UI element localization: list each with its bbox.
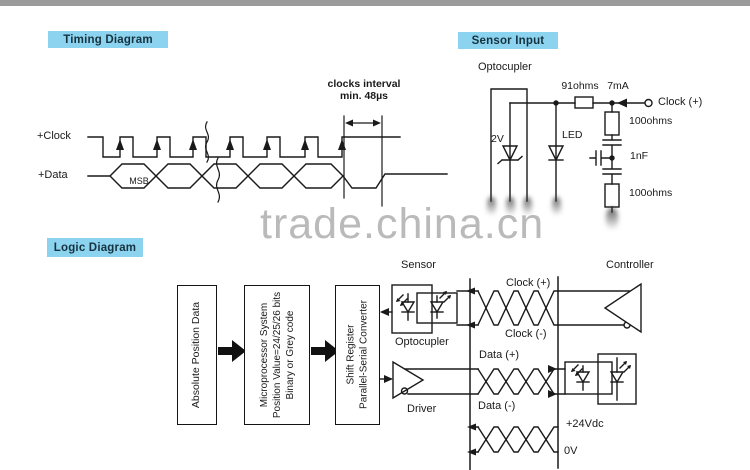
clock-plus-line-label: Clock (+): [506, 277, 551, 289]
sensor-driver-symbol: [392, 360, 425, 400]
resistor-100ohms-upper-label: 100ohms: [629, 115, 673, 127]
data-minus-line-label: Data (-): [478, 400, 516, 412]
data-pair-wiring: [404, 365, 566, 398]
wire-fade: [506, 197, 515, 216]
msb-label: MSB: [129, 176, 149, 186]
break-marks: [204, 121, 221, 203]
wire-fade: [552, 197, 561, 216]
driver-label: Driver: [407, 403, 437, 415]
clock-plus-terminal-label: Clock (+): [658, 96, 703, 108]
resistor-100ohms-upper: [604, 111, 620, 136]
resistor-100ohms-lower-label: 100ohms: [629, 187, 673, 199]
microprocessor-system-text: Microprocessor System Position Value=24/…: [258, 291, 296, 419]
timing-diagram-badge: Timing Diagram: [48, 31, 168, 48]
logic-optocoupler-label: Optocupler: [395, 336, 449, 348]
controller-driver-symbol: [603, 282, 642, 334]
capacitor-1nf: [589, 150, 611, 166]
clocks-interval-note-line2: min. 48µs: [339, 90, 389, 102]
clock-signal-label: +Clock: [37, 130, 71, 142]
logic-diagram-badge: Logic Diagram: [47, 238, 143, 257]
resistor-91ohms-label: 91ohms: [561, 80, 599, 92]
optocoupler-label: Optocupler: [478, 61, 532, 73]
interval-measure: [343, 115, 383, 207]
clock-minus-line-label: Clock (-): [505, 328, 547, 340]
wire-fade: [487, 197, 496, 216]
shift-register-box: [335, 285, 380, 425]
current-direction-arrow: [617, 98, 627, 108]
microprocessor-system-box: [244, 285, 310, 425]
zener-voltage-label: 2V: [491, 133, 504, 145]
block-flow-arrows: [218, 340, 339, 362]
controller-side-label: Controller: [606, 259, 654, 271]
led-label: LED: [562, 129, 583, 141]
shift-register-io: [379, 308, 393, 383]
power-pair-wiring: [467, 423, 559, 456]
shift-register-text: Shift Register Parallel-Serial Converter: [345, 300, 369, 409]
clock-waveform: [87, 136, 401, 158]
zener-branch: [497, 102, 523, 202]
sensor-optocoupler-symbol: [391, 284, 458, 334]
resistor-100ohms-lower: [604, 183, 620, 208]
data-signal-label: +Data: [38, 169, 68, 181]
clock-input-terminal: [644, 98, 653, 108]
current-7ma-label: 7mA: [607, 80, 629, 92]
absolute-position-data-text: Absolute Position Data: [190, 301, 203, 409]
sensor-side-label: Sensor: [401, 259, 436, 271]
led-branch: [547, 102, 565, 202]
optocoupler-package-outline: [490, 88, 528, 202]
absolute-position-data-box: [177, 285, 217, 425]
data-plus-line-label: Data (+): [479, 349, 520, 361]
resistor-91ohms: [574, 96, 594, 109]
data-waveform: [87, 163, 448, 189]
sensor-input-badge: Sensor Input: [458, 32, 558, 49]
capacitor-1nf-label: 1nF: [630, 150, 649, 162]
controller-optocoupler-symbol: [564, 353, 637, 405]
top-gray-bar: [0, 0, 750, 6]
clock-edge-arrows: [116, 139, 346, 150]
wire-fade: [523, 197, 532, 216]
supply-24vdc-label: +24Vdc: [566, 418, 604, 430]
clocks-interval-note-line1: clocks interval: [327, 78, 401, 90]
supply-0v-label: 0V: [564, 445, 578, 457]
terminal-bus-lines: [469, 276, 559, 470]
wire-fade: [606, 208, 618, 230]
